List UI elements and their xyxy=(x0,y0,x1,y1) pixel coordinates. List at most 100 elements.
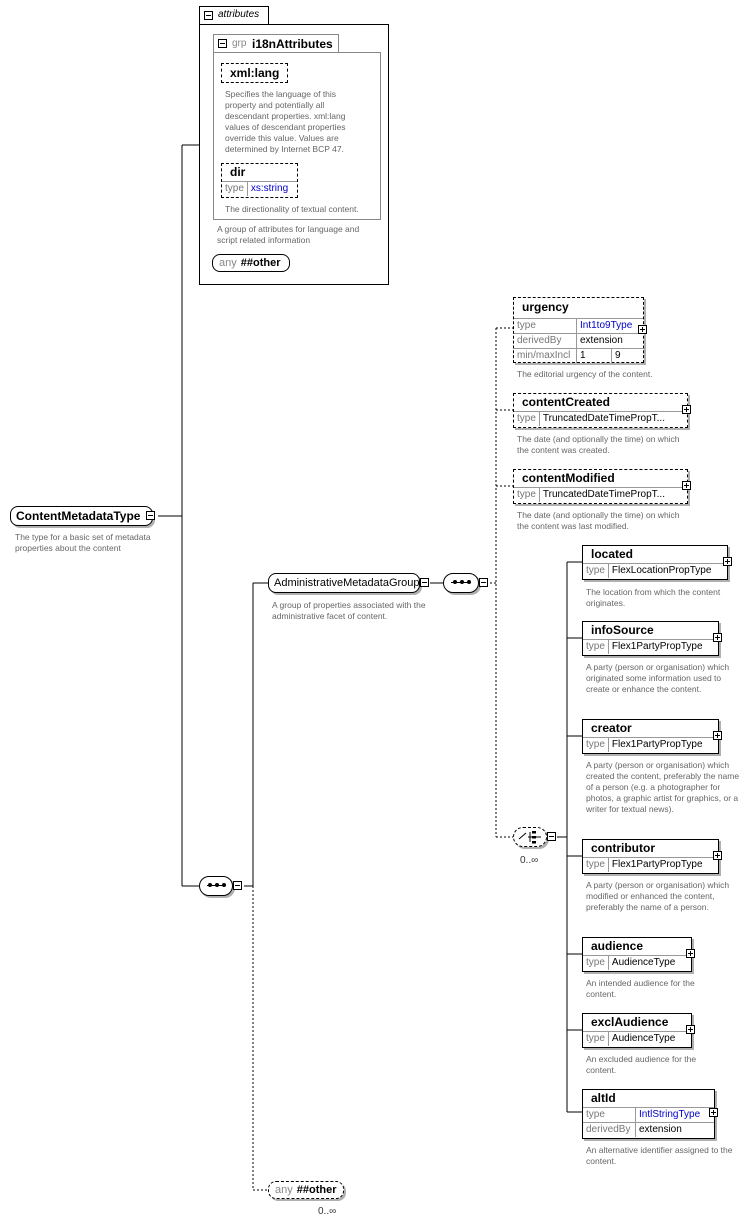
urgency-derived-value: extension xyxy=(580,335,623,346)
creator-type-value[interactable]: Flex1PartyPropType xyxy=(611,739,703,750)
info-source-name: infoSource xyxy=(591,623,654,637)
group-collapse-icon[interactable] xyxy=(218,39,227,48)
info-source-type-value[interactable]: Flex1PartyPropType xyxy=(611,641,703,652)
contributor-expand-icon[interactable] xyxy=(713,851,722,860)
creator-expand-icon[interactable] xyxy=(713,731,722,740)
any-prefix: any xyxy=(219,257,237,269)
located-type-value[interactable]: FlexLocationPropType xyxy=(611,565,712,576)
located-expand-icon[interactable] xyxy=(723,557,732,566)
any-other-value: ##other xyxy=(296,1184,337,1196)
content-created-desc: The date (and optionally the time) on wh… xyxy=(517,434,680,455)
group-name: i18nAttributes xyxy=(252,37,333,51)
alt-id-derived-key: derivedBy xyxy=(583,1123,636,1137)
main-sequence-compositor[interactable] xyxy=(199,876,233,896)
info-source-expand-icon[interactable] xyxy=(713,633,722,642)
content-created-name: contentCreated xyxy=(522,395,611,409)
creator-desc: A party (person or organisation) which c… xyxy=(586,760,740,814)
dir-desc: The directionality of textual content. xyxy=(225,204,359,214)
creator-name: creator xyxy=(591,721,632,735)
located-name: located xyxy=(591,547,634,561)
content-modified-name: contentModified xyxy=(522,471,615,485)
urgency-type-value[interactable]: Int1to9Type xyxy=(580,320,633,331)
alt-id-name: altId xyxy=(591,1091,616,1105)
attributes-collapse-icon[interactable] xyxy=(204,11,213,20)
alt-id-expand-icon[interactable] xyxy=(709,1108,718,1117)
main-sequence-collapse-icon[interactable] xyxy=(233,881,242,890)
contributor-type-key: type xyxy=(583,858,609,872)
audience-desc: An intended audience for the content. xyxy=(586,978,695,999)
alt-id-type-key: type xyxy=(583,1108,636,1122)
group-desc: A group of attributes for language and s… xyxy=(217,224,360,245)
audience-expand-icon[interactable] xyxy=(686,949,695,958)
info-source-desc: A party (person or organisation) which o… xyxy=(586,662,730,694)
choice-collapse-icon[interactable] xyxy=(547,832,556,841)
info-source-type-key: type xyxy=(583,640,609,654)
content-modified-desc: The date (and optionally the time) on wh… xyxy=(517,510,680,531)
alt-id-desc: An alternative identifier assigned to th… xyxy=(586,1145,733,1166)
xml-lang-attribute[interactable]: xml:lang xyxy=(221,63,288,83)
root-type-name: ContentMetadataType xyxy=(16,509,141,523)
contributor-desc: A party (person or organisation) which m… xyxy=(586,880,730,912)
urgency-name: urgency xyxy=(522,300,569,314)
i18n-group-tab[interactable]: grp i18nAttributes xyxy=(213,34,339,52)
inner-sequence-collapse-icon[interactable] xyxy=(479,578,488,587)
urgency-expand-icon[interactable] xyxy=(638,325,647,334)
alt-id-type-value[interactable]: IntlStringType xyxy=(639,1109,701,1120)
content-created-expand-icon[interactable] xyxy=(682,405,691,414)
choice-compositor[interactable] xyxy=(513,827,547,847)
urgency-max-value: 9 xyxy=(615,350,621,361)
attributes-tab[interactable]: attributes xyxy=(199,6,269,24)
choice-cardinality: 0..∞ xyxy=(520,855,539,866)
urgency-desc: The editorial urgency of the content. xyxy=(517,369,653,379)
contributor-name: contributor xyxy=(591,841,655,855)
attributes-any-wildcard[interactable]: any##other xyxy=(212,254,290,272)
dir-type-value[interactable]: xs:string xyxy=(250,183,289,194)
any-value: ##other xyxy=(240,257,281,269)
dir-name: dir xyxy=(230,165,246,179)
urgency-min-value: 1 xyxy=(577,349,612,363)
choice-icon xyxy=(518,831,541,844)
audience-name: audience xyxy=(591,939,644,953)
content-modified-type-value[interactable]: TruncatedDateTimePropT... xyxy=(542,489,665,500)
content-created-type-key: type xyxy=(514,412,540,426)
admin-group-desc: A group of properties associated with th… xyxy=(272,600,426,621)
root-collapse-icon[interactable] xyxy=(146,511,155,520)
audience-type-key: type xyxy=(583,956,609,970)
audience-type-value[interactable]: AudienceType xyxy=(611,957,676,968)
xml-lang-desc: Specifies the language of this property … xyxy=(225,89,346,154)
urgency-minmax-key: min/maxIncl xyxy=(514,349,577,363)
any-other-cardinality: 0..∞ xyxy=(318,1206,337,1217)
urgency-derived-key: derivedBy xyxy=(514,334,577,348)
excl-audience-expand-icon[interactable] xyxy=(686,1025,695,1034)
admin-group-box[interactable]: AdministrativeMetadataGroup xyxy=(268,573,420,593)
admin-group-collapse-icon[interactable] xyxy=(420,578,429,587)
located-type-key: type xyxy=(583,564,609,578)
any-other-wildcard[interactable]: any##other xyxy=(268,1181,344,1199)
xml-lang-name: xml:lang xyxy=(230,66,280,80)
excl-audience-name: exclAudience xyxy=(591,1015,669,1029)
inner-sequence-compositor[interactable] xyxy=(443,573,479,593)
content-modified-expand-icon[interactable] xyxy=(682,481,691,490)
content-created-type-value[interactable]: TruncatedDateTimePropT... xyxy=(542,413,665,424)
urgency-type-key: type xyxy=(514,319,577,333)
excl-audience-desc: An excluded audience for the content. xyxy=(586,1054,697,1075)
excl-audience-type-value[interactable]: AudienceType xyxy=(611,1033,676,1044)
contributor-type-value[interactable]: Flex1PartyPropType xyxy=(611,859,703,870)
root-type-box[interactable]: ContentMetadataType xyxy=(10,506,153,526)
attributes-tab-label: attributes xyxy=(218,9,260,20)
dir-type-key: type xyxy=(222,182,248,196)
creator-type-key: type xyxy=(583,738,609,752)
i18n-group-panel xyxy=(213,52,381,220)
